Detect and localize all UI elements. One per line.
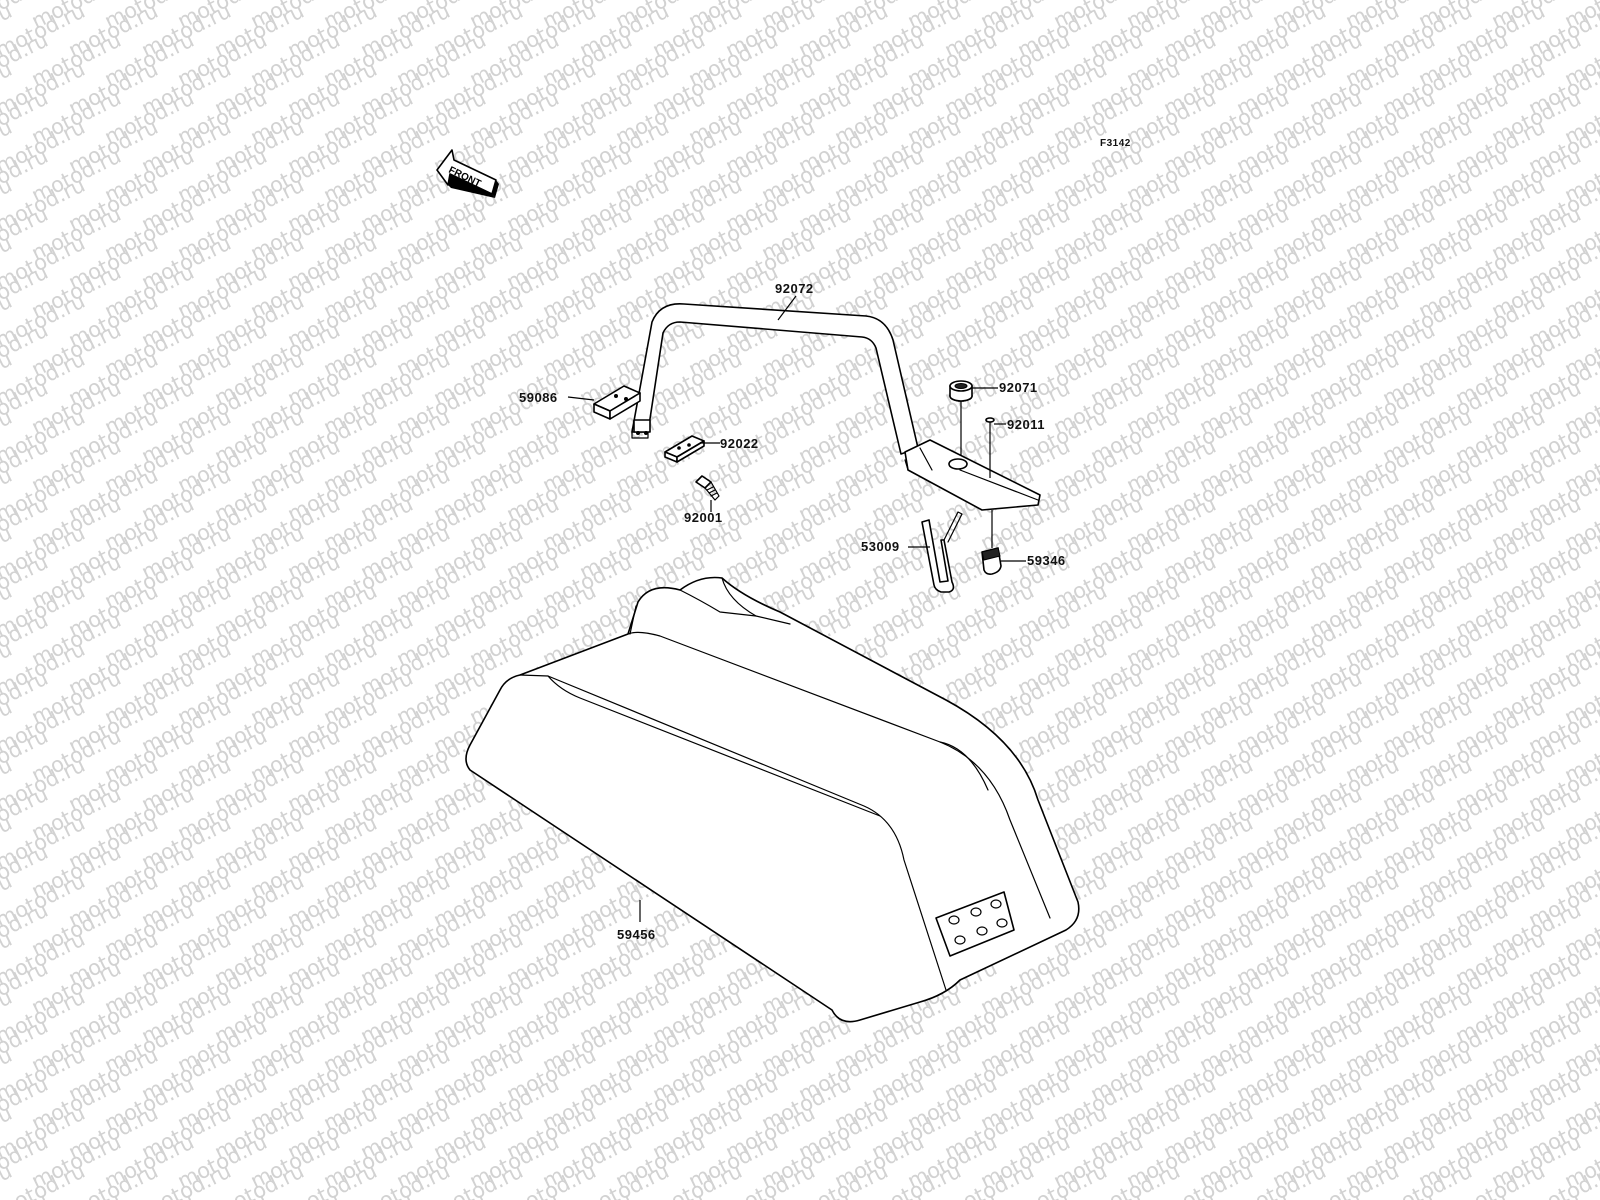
leader-59086 [567,396,595,401]
leader-92072 [777,295,797,321]
rubber-pad-59086 [593,385,641,420]
front-arrow-icon: FRONT [436,149,499,198]
vent-holes [948,899,1008,945]
part-label-92001: 92001 [684,510,723,525]
rear-case-59456 [465,576,1080,1023]
bolt-92001 [695,475,720,501]
stopper-59346 [981,547,1002,575]
part-label-53009: 53009 [861,539,900,554]
part-label-92072: 92072 [775,281,814,296]
part-label-92071: 92071 [999,380,1038,395]
part-label-59346: 59346 [1027,553,1066,568]
grab-bar-92072 [631,303,1041,511]
part-label-59086: 59086 [519,390,558,405]
screw-92011 [985,417,995,433]
plate-92022 [664,435,705,463]
grommet-92071 [949,380,973,402]
part-label-59456: 59456 [617,927,656,942]
figure-code: F3142 [1100,138,1131,149]
clip-53009 [921,511,963,593]
part-label-92011: 92011 [1007,417,1045,432]
part-label-92022: 92022 [720,436,759,451]
